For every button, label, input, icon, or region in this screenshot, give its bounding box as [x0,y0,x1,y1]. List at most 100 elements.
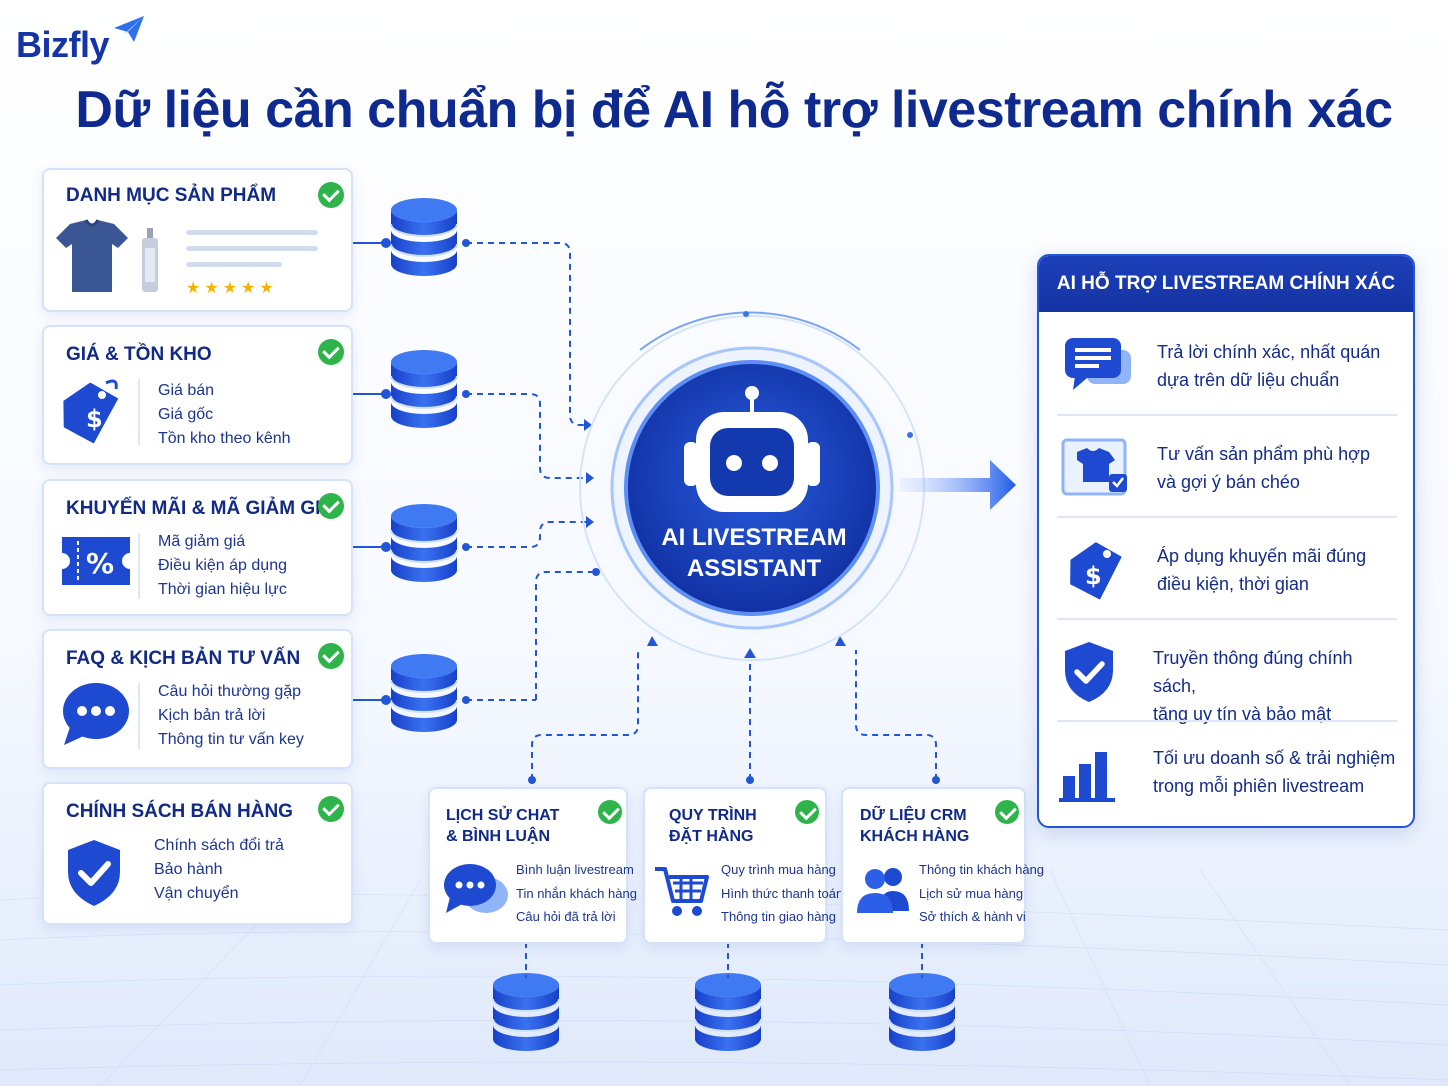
svg-text:%: % [86,547,114,580]
item-list: Mã giảm giá Điều kiện áp dụng Thời gian … [158,530,287,602]
price-tag-icon: $ [63,379,119,444]
card-title-line: ĐẶT HÀNG [669,828,754,845]
rating-stars: ★★★★★ [186,280,278,297]
list-item: Giá gốc [158,406,214,423]
item-list: Câu hỏi thường gặp Kịch bản trả lời Thôn… [158,680,304,752]
card-title: LỊCH SỬ CHAT & BÌNH LUẬN [446,805,559,847]
benefit-text: Tư vấn sản phẩm phù hợp và gợi ý bán ché… [1157,440,1370,496]
check-icon [318,643,344,669]
check-icon [995,800,1019,824]
benefit-text: Tối ưu doanh số & trải nghiệm trong mỗi … [1153,744,1395,800]
shield-check-icon [1065,642,1113,702]
benefit-item: Tư vấn sản phẩm phù hợp và gợi ý bán ché… [1057,418,1397,518]
card-title: GIÁ & TỒN KHO [66,344,212,365]
divider [1057,516,1397,518]
list-item: Thông tin khách hàng [919,862,1045,877]
item-list: Bình luận livestream Tin nhắn khách hàng… [516,858,637,929]
card-title-line: DỮ LIỆU CRM [860,807,967,824]
card-order-process: QUY TRÌNH ĐẶT HÀNG Quy trình mua hàng Hì… [643,787,843,944]
card-title: QUY TRÌNH ĐẶT HÀNG [669,805,757,847]
card-promotions: KHUYẾN MÃI & MÃ GIẢM GIÁ % Mã giảm giá Đ… [42,479,353,616]
divider [138,683,140,749]
bar-chart-icon [1059,752,1115,802]
paper-plane-icon [114,16,144,42]
text-placeholder-line [186,262,282,267]
page-title: Dữ liệu cần chuẩn bị để AI hỗ trợ livest… [75,81,1393,139]
shield-check-icon [68,840,120,906]
item-list: Giá bán Giá gốc Tồn kho theo kênh [158,379,291,451]
product-advice-icon [1061,438,1127,496]
card-title: DANH MỤC SẢN PHẨM [66,185,277,206]
message-icon [1065,338,1131,390]
divider [138,533,140,599]
benefit-item: $ Áp dụng khuyến mãi đúng điều kiện, thờ… [1057,520,1397,620]
list-item: Điều kiện áp dụng [158,557,287,574]
list-item: Tin nhắn khách hàng [516,885,637,901]
list-item: Bảo hành [154,861,223,878]
card-title: FAQ & KỊCH BẢN TƯ VẤN [66,648,301,669]
benefit-line: Truyền thông đúng chính sách, [1153,648,1353,696]
list-item: Vận chuyển [154,885,239,902]
card-crm-data: DỮ LIỆU CRM KHÁCH HÀNG Thông tin khách h… [841,787,1044,944]
list-item: Thông tin giao hàng [721,909,836,924]
item-list: Quy trình mua hàng Hình thức thanh toán … [721,858,843,929]
benefit-line: trong mỗi phiên livestream [1153,776,1365,796]
text-placeholder-line [186,246,318,251]
tshirt-bottle-icon [56,219,158,292]
hub-label: AI LIVESTREAM ASSISTANT [634,522,874,584]
check-icon [318,339,344,365]
bizfly-logo[interactable]: Bizfly [16,24,110,66]
benefit-text: Truyền thông đúng chính sách, tăng uy tí… [1153,644,1397,728]
svg-text:$: $ [1085,562,1102,590]
list-item: Thông tin tư vấn key [158,731,304,748]
list-item: Thời gian hiệu lực [158,581,287,598]
coupon-icon: % [62,537,130,585]
list-item: Bình luận livestream [516,862,634,877]
divider [1057,720,1397,722]
list-item: Hình thức thanh toán [721,885,844,901]
panel-title: AI HỖ TRỢ LIVESTREAM CHÍNH XÁC [1039,256,1413,312]
benefit-line: Tư vấn sản phẩm phù hợp [1157,444,1370,464]
benefit-line: Tối ưu doanh số & trải nghiệm [1153,748,1396,768]
list-item: Tồn kho theo kênh [158,430,291,447]
hub-label-line: ASSISTANT [686,555,822,582]
list-item: Kịch bản trả lời [158,707,266,724]
benefit-line: tăng uy tín và bảo mật [1153,704,1332,724]
benefits-panel: AI HỖ TRỢ LIVESTREAM CHÍNH XÁC Trả lời c… [1037,254,1415,828]
logo-text: Bizfly [16,24,110,65]
divider [1057,618,1397,620]
list-item: Giá bán [158,382,215,399]
benefit-line: Áp dụng khuyến mãi đúng [1157,546,1367,566]
check-icon [318,796,344,822]
divider [1057,414,1397,416]
hub-label-line: AI LIVESTREAM [661,524,847,551]
text-placeholder-line [186,230,318,235]
users-icon [857,868,909,913]
card-title-line: & BÌNH LUẬN [446,828,550,845]
benefit-item: Tối ưu doanh số & trải nghiệm trong mỗi … [1057,722,1397,822]
card-price-stock: GIÁ & TỒN KHO $ Giá bán Giá gốc Tồn kho … [42,325,353,465]
benefit-line: Trả lời chính xác, nhất quán [1157,342,1381,362]
benefit-line: và gợi ý bán chéo [1157,472,1300,492]
card-product-catalog: DANH MỤC SẢN PHẨM ★★★★★ [42,168,353,312]
divider [138,379,140,445]
benefit-line: dựa trên dữ liệu chuẩn [1157,370,1340,390]
svg-text:$: $ [86,405,103,433]
card-title-line: LỊCH SỬ CHAT [446,807,560,824]
benefit-item: Truyền thông đúng chính sách, tăng uy tí… [1057,622,1397,724]
card-title: KHUYẾN MÃI & MÃ GIẢM GIÁ [66,498,335,519]
check-icon [318,493,344,519]
list-item: Câu hỏi đã trả lời [516,909,616,924]
chat-bubbles-icon [444,864,508,913]
card-faq-scripts: FAQ & KỊCH BẢN TƯ VẤN Câu hỏi thường gặp… [42,629,353,769]
chat-bubble-icon [63,683,129,745]
benefit-item: Trả lời chính xác, nhất quán dựa trên dữ… [1057,316,1397,416]
card-title: DỮ LIỆU CRM KHÁCH HÀNG [860,805,969,847]
check-icon [598,800,622,824]
check-icon [795,800,819,824]
robot-icon [684,386,820,512]
price-tag-icon: $ [1070,542,1122,600]
list-item: Quy trình mua hàng [721,862,836,877]
card-chat-history: LỊCH SỬ CHAT & BÌNH LUẬN Bình luận lives… [428,787,637,944]
